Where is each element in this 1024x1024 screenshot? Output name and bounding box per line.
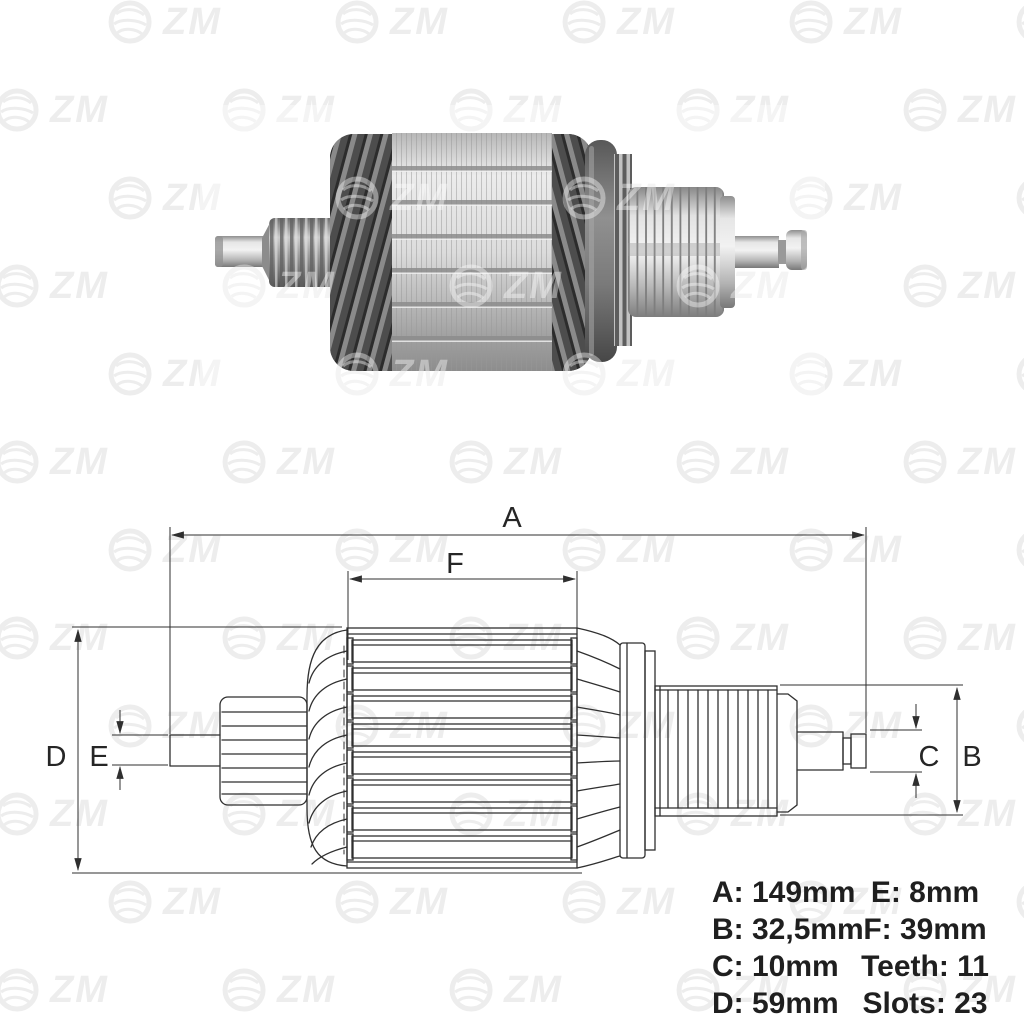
dim-a xyxy=(169,527,867,734)
dwg-core-slots xyxy=(346,637,578,861)
spec-line: Teeth: 11 xyxy=(861,950,989,983)
dwg-shaft-left xyxy=(169,734,221,767)
spec-column-right: E: 8mm F: 39mm Teeth: 11 Slots: 23 xyxy=(854,874,996,1022)
dim-c xyxy=(870,704,922,798)
specifications: A: 149mm B: 32,5mm C: 10mm D: 59mm E: 8m… xyxy=(712,874,996,1022)
photo-pinion-splines xyxy=(262,218,339,287)
photo-commutator-risers xyxy=(614,154,632,346)
spec-line: F: 39mm xyxy=(863,913,987,946)
dwg-winding-head-left xyxy=(306,629,348,867)
dim-d xyxy=(72,626,582,874)
spec-line: D: 59mm xyxy=(712,987,839,1020)
dim-label-d: D xyxy=(46,741,67,773)
photo-shaft-left xyxy=(215,236,277,267)
dim-label-f: F xyxy=(446,548,464,580)
dwg-support-disc xyxy=(619,642,656,859)
dim-label-a: A xyxy=(502,502,522,534)
dim-label-e: E xyxy=(89,741,108,773)
dwg-spline-section xyxy=(219,696,308,806)
spec-line: B: 32,5mm xyxy=(712,913,864,946)
spec-line: C: 10mm xyxy=(712,950,839,983)
dwg-shaft-right xyxy=(796,731,867,771)
dim-label-c: C xyxy=(919,741,940,773)
photo-shaft-right xyxy=(735,230,807,270)
dwg-core xyxy=(343,627,578,869)
drawing-part-outline xyxy=(169,627,867,869)
spec-line: Slots: 23 xyxy=(862,987,988,1020)
spec-column-left: A: 149mm B: 32,5mm C: 10mm D: 59mm xyxy=(712,874,864,1022)
dwg-winding-head-right xyxy=(576,627,621,869)
dim-label-b: B xyxy=(962,741,981,773)
dimension-lines xyxy=(72,527,963,874)
spec-line: E: 8mm xyxy=(870,876,980,909)
spec-line: A: 149mm xyxy=(712,876,856,909)
dimension-labels: A F D E C B xyxy=(46,502,982,773)
dim-e xyxy=(112,710,168,790)
dim-f xyxy=(347,571,578,660)
dwg-commutator xyxy=(654,685,798,817)
